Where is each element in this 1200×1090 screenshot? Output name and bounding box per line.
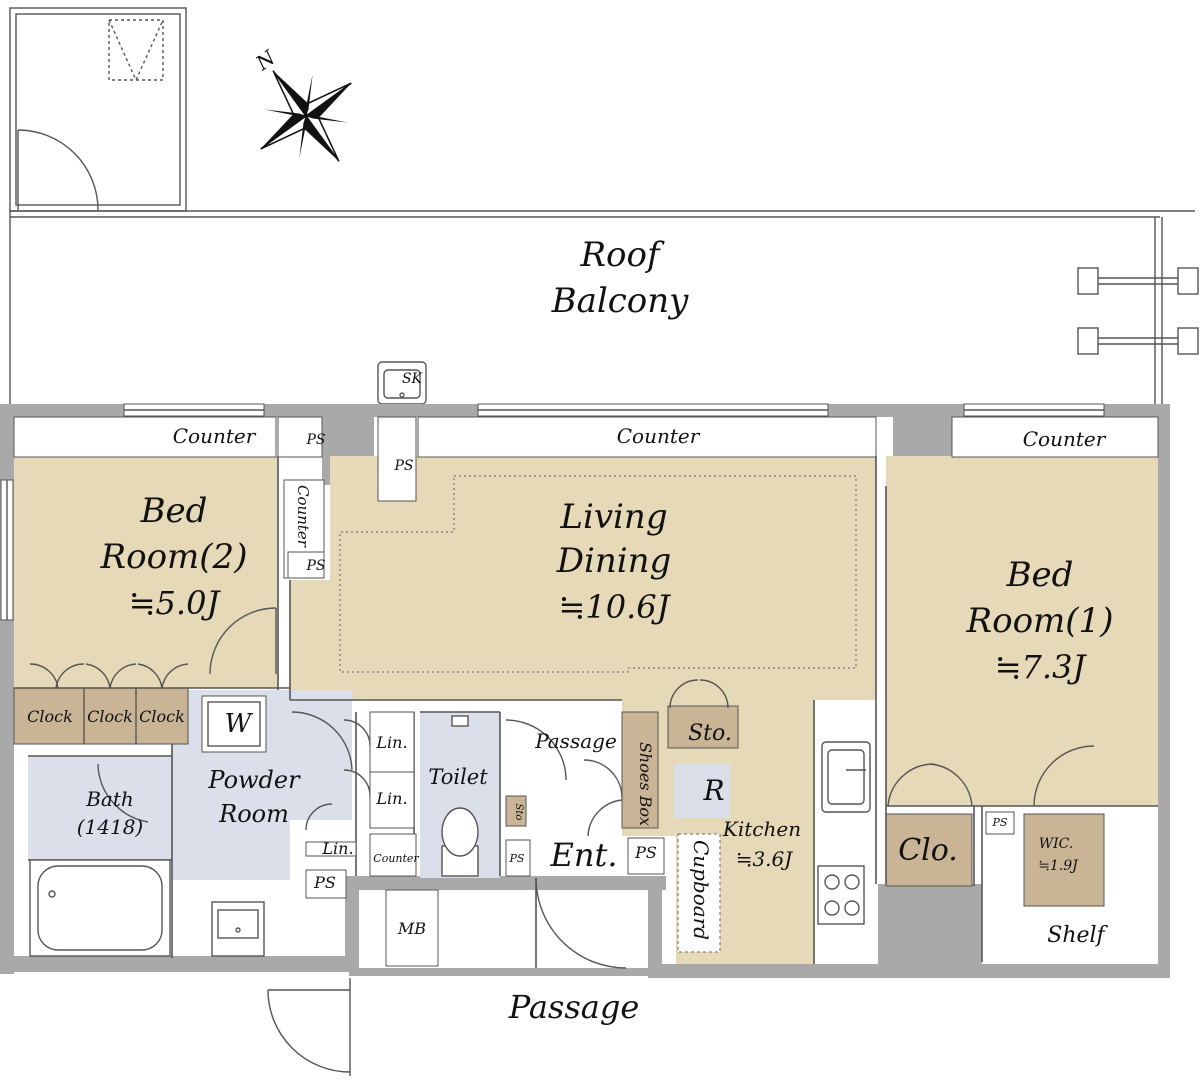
living-label-line1: Living — [559, 497, 667, 537]
ps-label-5: PS — [509, 852, 525, 865]
clock-label-2: Clock — [87, 707, 133, 726]
linen-label-2: Lin. — [375, 789, 407, 808]
toilet-icon — [441, 715, 479, 877]
ps-label-4: PS — [313, 873, 336, 892]
counter-label-powder: Counter — [373, 852, 419, 865]
bedroom1-size: ≒7.3J — [995, 648, 1088, 686]
kitchen-label: Kitchen — [722, 817, 801, 841]
kitchen-sink-icon — [821, 741, 871, 813]
entrance-label: Ent. — [550, 836, 618, 874]
wic-size: ≒1.9J — [1038, 858, 1079, 874]
bath-label-line2: (1418) — [77, 815, 144, 839]
clock-label-1: Clock — [27, 707, 73, 726]
small-storage-label: Sto — [513, 804, 524, 821]
meter-box-label: MB — [397, 919, 426, 938]
ps-label-3: PS — [305, 558, 325, 574]
wic-label: WIC. — [1039, 836, 1074, 852]
door-swings — [29, 607, 1095, 1076]
bedroom2-label-line2: Room(2) — [100, 537, 248, 577]
ps-label-6: PS — [634, 843, 657, 862]
living-size: ≒10.6J — [559, 588, 672, 626]
windows — [0, 403, 1105, 621]
stove-icon — [817, 865, 865, 925]
sink-label: SK — [402, 371, 424, 387]
outer-passage-label: Passage — [508, 988, 640, 1026]
living-ceiling-outline — [339, 475, 857, 673]
bedroom1-label-line1: Bed — [1006, 555, 1074, 595]
interior-passage-label: Passage — [534, 729, 617, 753]
bedroom2-size: ≒5.0J — [129, 584, 222, 622]
balcony-label-line2: Balcony — [551, 281, 690, 321]
counter-label-bedroom2: Counter — [173, 424, 257, 448]
bedroom2-label-line1: Bed — [140, 491, 208, 531]
living-label-line2: Dining — [556, 541, 672, 581]
washer-icon: W — [201, 695, 267, 753]
shelf-label: Shelf — [1047, 923, 1108, 948]
closet-label: Clo. — [898, 833, 958, 868]
ps-label-1: PS — [305, 432, 325, 448]
roof-structure — [9, 7, 187, 212]
clock-label-3: Clock — [139, 707, 185, 726]
cupboard-label: Cupboard — [689, 840, 713, 940]
kitchen-size: ≒3.6J — [736, 847, 794, 871]
ps-label-7: PS — [992, 816, 1008, 829]
shoes-box-label: Shoes Box — [636, 742, 655, 826]
room-floors — [13, 456, 1158, 964]
bathtub-icon — [29, 859, 171, 957]
counter-label-bedroom1: Counter — [1023, 427, 1107, 451]
powder-room-label-line1: Powder — [207, 766, 301, 794]
counter-strips — [13, 416, 1159, 579]
compass-rose-icon: N — [251, 44, 352, 162]
washer-label: W — [225, 709, 254, 739]
ps-label-2: PS — [393, 458, 413, 474]
compass-north-label: N — [251, 44, 281, 75]
utility-boxes — [305, 711, 1015, 967]
counter-label-vertical: Counter — [294, 485, 312, 548]
toilet-label: Toilet — [428, 765, 488, 789]
balcony-label-line1: Roof — [579, 235, 665, 275]
balcony-sink: SK — [377, 361, 427, 405]
balcony-outline — [9, 210, 1199, 404]
storage-label: Sto. — [688, 721, 732, 746]
linen-label-3: Lin. — [321, 839, 353, 858]
cupboard-unit — [677, 833, 721, 953]
powder-room-label-line2: Room — [218, 800, 289, 828]
washbasin-icon — [211, 901, 265, 957]
bath-label-line1: Bath — [85, 787, 134, 811]
bedroom1-label-line2: Room(1) — [966, 601, 1114, 641]
counter-label-living: Counter — [617, 424, 701, 448]
fridge-label: R — [702, 774, 724, 807]
linen-label-1: Lin. — [375, 733, 407, 752]
